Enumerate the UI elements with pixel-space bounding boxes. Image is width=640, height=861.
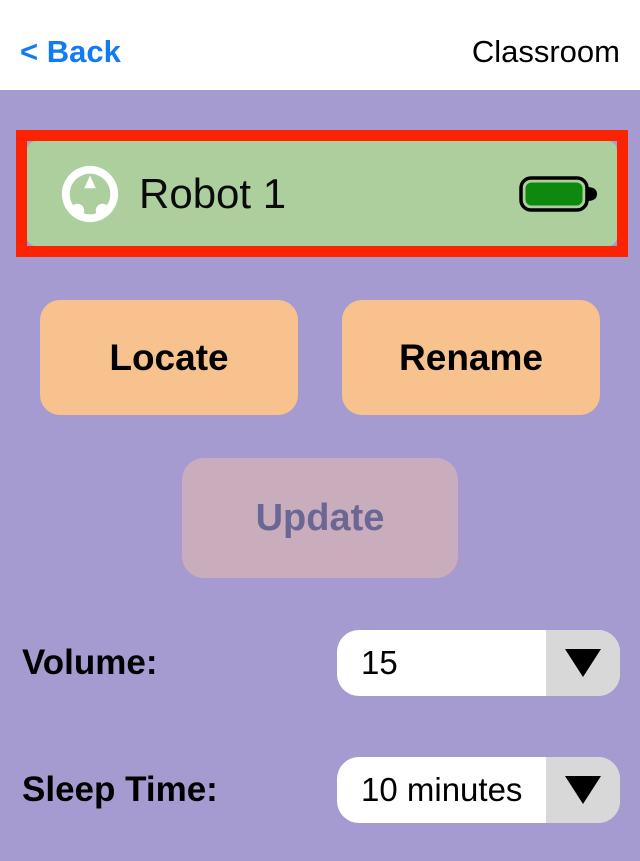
sleep-time-dropdown-arrow-segment[interactable] <box>546 757 620 823</box>
robot-icon <box>61 165 119 222</box>
battery-full-icon <box>519 175 597 212</box>
sleep-time-value: 10 minutes <box>361 771 523 808</box>
back-button[interactable]: < Back <box>20 0 121 90</box>
chevron-down-icon <box>565 776 601 804</box>
volume-label: Volume: <box>22 643 158 682</box>
sleep-time-label: Sleep Time: <box>22 770 218 809</box>
robot-card-body: Robot 1 <box>27 141 617 246</box>
update-button-disabled[interactable]: Update <box>182 458 458 578</box>
volume-dropdown-arrow-segment[interactable] <box>546 630 620 696</box>
locate-button[interactable]: Locate <box>40 300 298 415</box>
volume-dropdown[interactable]: 15 <box>337 630 620 696</box>
volume-value: 15 <box>361 644 398 681</box>
robot-card-selected[interactable]: Robot 1 <box>16 130 628 257</box>
top-navigation-bar: < Back Classroom <box>0 0 640 90</box>
sleep-time-dropdown[interactable]: 10 minutes <box>337 757 620 823</box>
chevron-down-icon <box>565 649 601 677</box>
page-title: Classroom <box>471 34 620 69</box>
rename-button[interactable]: Rename <box>342 300 600 415</box>
robot-name: Robot 1 <box>139 169 287 217</box>
